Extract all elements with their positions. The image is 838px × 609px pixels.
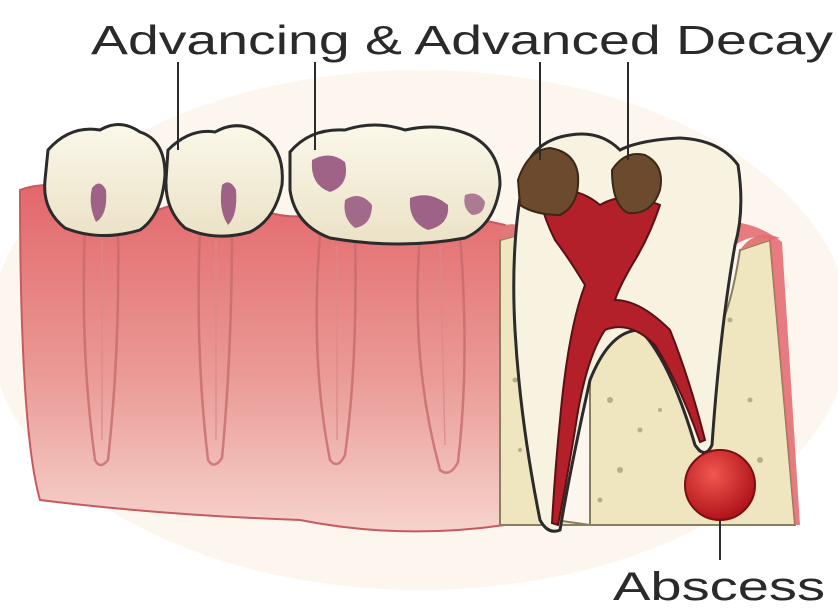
abscess-label: Abscess <box>613 565 825 609</box>
tooth-crown-2 <box>166 126 282 236</box>
title-label: Advancing & Advanced Decay <box>91 17 834 63</box>
cavity-right <box>612 154 661 213</box>
abscess <box>685 450 755 520</box>
tooth-crown-1 <box>45 124 165 235</box>
